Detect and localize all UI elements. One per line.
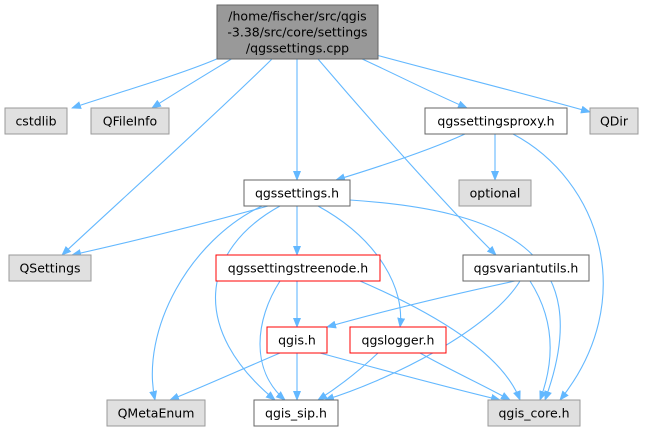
edge-qgssettings-to-qgis_core [349,199,561,401]
edge-qgssettings-to-qgis_sip [214,205,281,401]
edge-qgssettings-to-qgslogger [317,205,406,328]
edge-root-to-qsettings [61,58,273,256]
node-box [216,4,379,60]
edge-qgssettingsproxy-to-qgis_core [512,133,604,401]
edge-qgssettingstreenode-to-qgis_sip [259,280,286,401]
node-label: qgis_core.h [498,406,569,421]
node-box [4,107,68,135]
node-label: optional [470,186,521,201]
node-root[interactable]: /home/fischer/src/qgis-3.38/src/core/set… [216,4,379,60]
node-cstdlib[interactable]: cstdlib [4,107,68,135]
node-box [349,326,447,354]
edge-qgssettingsproxy-to-qgssettings [335,133,466,182]
node-box [106,399,206,427]
node-qgssettingstreenode[interactable]: qgssettingstreenode.h [215,254,381,282]
node-qfileinfo[interactable]: QFileInfo [90,107,170,135]
edge-root-to-qdir [375,54,591,114]
edge-root-to-qfileinfo [151,57,234,109]
node-qgsvariantutils[interactable]: qgsvariantutils.h [462,254,590,282]
edge-qgslogger-to-qgis_core [419,352,511,401]
node-label: qgssettings.h [255,186,339,201]
node-label: qgsvariantutils.h [474,261,579,276]
edge-root-to-qgsvariantutils [317,58,497,256]
node-label: QMetaEnum [118,406,195,421]
node-label: qgis_sip.h [265,406,327,421]
edge-qgslogger-to-qgis_sip [317,352,379,401]
node-box [8,254,92,282]
edge-qgssettings-to-qmetaenum [149,205,263,401]
node-qgssettingsproxy[interactable]: qgssettingsproxy.h [424,107,568,135]
node-qsettings[interactable]: QSettings [8,254,92,282]
node-label: -3.38/src/core/settings [227,25,367,40]
node-box [253,399,339,427]
node-label: /qgssettings.cpp [246,41,349,56]
node-box [215,254,381,282]
node-qdir[interactable]: QDir [589,107,639,135]
node-box [487,399,581,427]
node-qmetaenum[interactable]: QMetaEnum [106,399,206,427]
node-label: qgis.h [278,333,316,348]
edge-qgssettingstreenode-to-qgis_core [359,280,521,401]
edge-qgsvariantutils-to-qgis_core [529,280,551,401]
edge-root-to-cstdlib [71,57,220,109]
dependency-edges [61,54,604,402]
node-label: qgssettingsproxy.h [437,114,554,129]
node-box [462,254,590,282]
node-box [90,107,170,135]
edge-qgis-to-qgis_core [319,352,501,402]
node-label: QSettings [19,261,80,276]
node-qgslogger[interactable]: qgslogger.h [349,326,447,354]
node-box [243,179,351,207]
node-label: cstdlib [15,114,56,129]
file-nodes: /home/fischer/src/qgis-3.38/src/core/set… [4,4,639,427]
node-box [266,326,328,354]
node-box [589,107,639,135]
edge-qgsvariantutils-to-qgis [326,280,516,329]
node-qgis-core[interactable]: qgis_core.h [487,399,581,427]
node-qgis[interactable]: qgis.h [266,326,328,354]
edge-qgis-to-qmetaenum [169,352,281,401]
node-label: qgslogger.h [362,333,435,348]
node-box [458,179,532,207]
edge-root-to-qgssettingsproxy [359,57,468,109]
node-label: QDir [600,114,629,129]
node-optional[interactable]: optional [458,179,532,207]
node-qgis-sip[interactable]: qgis_sip.h [253,399,339,427]
node-label: /home/fischer/src/qgis [228,9,366,24]
node-qgssettings[interactable]: qgssettings.h [243,179,351,207]
node-box [424,107,568,135]
node-label: QFileInfo [103,114,157,129]
edge-qgssettings-to-qsettings [71,205,269,257]
node-label: qgssettingstreenode.h [228,261,368,276]
